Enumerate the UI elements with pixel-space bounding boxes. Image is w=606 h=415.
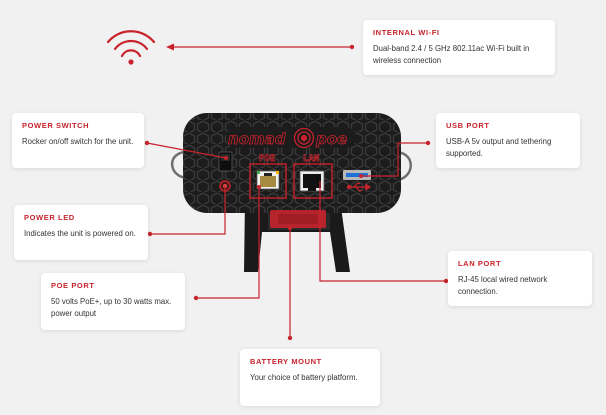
- wifi-icon: [106, 30, 156, 65]
- poe-port-frame: [249, 163, 287, 199]
- callout-description: Indicates the unit is powered on.: [24, 229, 136, 238]
- poe-panel-label: POE: [259, 154, 275, 164]
- callout-title: BATTERY MOUNT: [250, 357, 322, 366]
- lan-port-frame: [293, 163, 333, 199]
- lan-panel-label: LAN: [303, 154, 319, 164]
- callout-battery-mount: BATTERY MOUNT Your choice of battery pla…: [240, 349, 380, 406]
- leader-lines: [144, 140, 449, 341]
- lan-port-jack: [299, 170, 325, 192]
- callout-description: Dual-band 2.4 / 5 GHz 802.11ac Wi-Fi bui…: [373, 44, 530, 65]
- wifi-pointer-line: [166, 43, 355, 51]
- callout-title: LAN PORT: [458, 259, 502, 268]
- usb-port: [343, 170, 371, 180]
- callout-description: Your choice of battery platform.: [250, 373, 358, 382]
- callout-lan-port: LAN PORT RJ-45 local wired network conne…: [448, 251, 592, 306]
- logo-signal-icon: [293, 127, 315, 149]
- callout-description: RJ-45 local wired network connection.: [458, 275, 548, 296]
- poe-port-jack: [256, 170, 280, 190]
- callout-title: POE PORT: [51, 281, 95, 290]
- brand-wordmark-left: nomad: [228, 130, 286, 148]
- battery-mount-connector: [270, 210, 326, 228]
- brand-logo: nomad poe: [226, 127, 356, 148]
- callout-power-switch: POWER SWITCH Rocker on/off switch for th…: [12, 113, 144, 168]
- callout-description: Rocker on/off switch for the unit.: [22, 137, 134, 146]
- callout-power-led: POWER LED Indicates the unit is powered …: [14, 205, 148, 260]
- callout-title: INTERNAL WI-FI: [373, 28, 440, 37]
- usb-icon: [346, 182, 372, 192]
- callout-internal-wifi: INTERNAL WI-FI Dual-band 2.4 / 5 GHz 802…: [363, 20, 555, 75]
- callout-description: 50 volts PoE+, up to 30 watts max. power…: [51, 297, 172, 318]
- power-rocker-icon: [218, 151, 233, 172]
- callout-usb-port: USB PORT USB-A 5v output and tethering s…: [436, 113, 580, 168]
- callout-poe-port: POE PORT 50 volts PoE+, up to 30 watts m…: [41, 273, 185, 330]
- brand-wordmark-right: poe: [315, 130, 347, 148]
- callout-title: USB PORT: [446, 121, 490, 130]
- callout-description: USB-A 5v output and tethering supported.: [446, 137, 552, 158]
- callout-title: POWER LED: [24, 213, 75, 222]
- callout-title: POWER SWITCH: [22, 121, 90, 130]
